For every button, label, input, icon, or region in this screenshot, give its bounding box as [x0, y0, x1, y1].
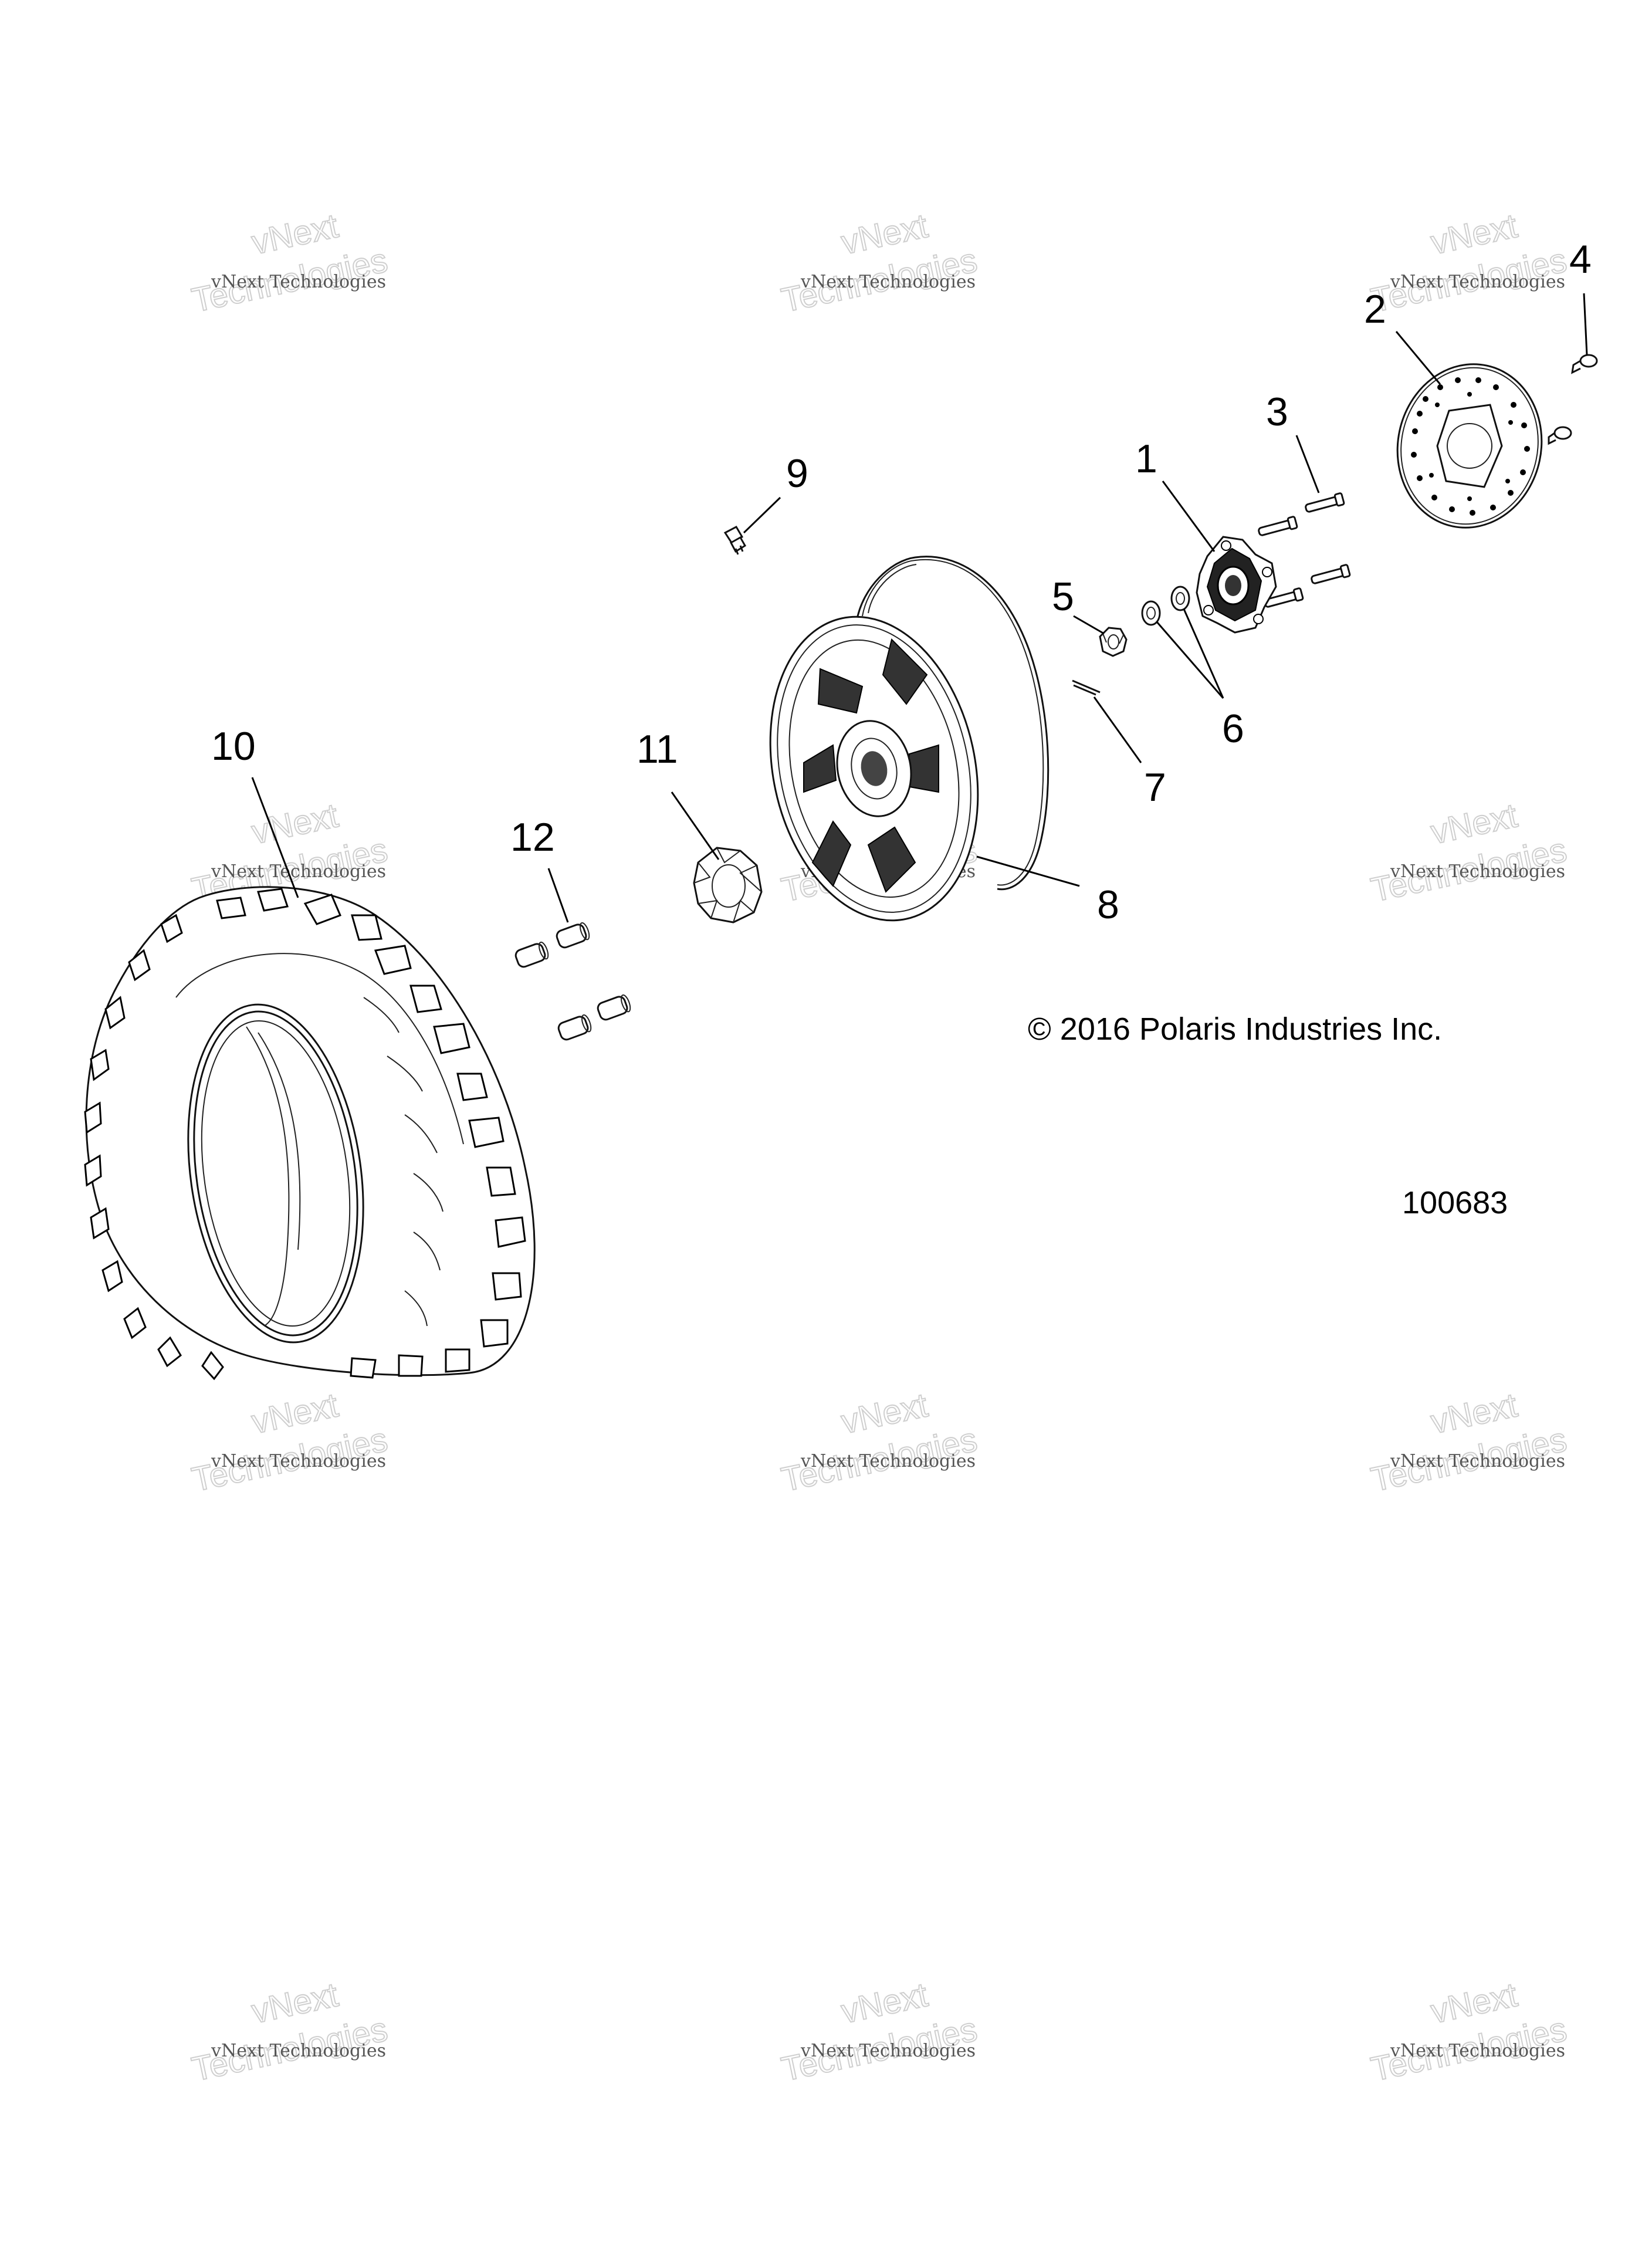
tire — [84, 886, 536, 1381]
watermark: vNext Technologies vNext Technologies — [1367, 206, 1570, 320]
callout-11: 11 — [637, 727, 678, 772]
svg-text:vNext Technologies: vNext Technologies — [800, 2041, 976, 2061]
callout-7: 7 — [1144, 765, 1166, 810]
callout-9: 9 — [786, 451, 808, 496]
leader-lines — [251, 293, 1588, 923]
watermark: vNext Technologies vNext Technologies — [188, 1975, 391, 2089]
watermark: vNext Technologies vNext Technologies — [777, 1975, 981, 2089]
watermark: vNext Technologies vNext Technologies — [777, 1385, 981, 1500]
callout-10: 10 — [211, 724, 256, 769]
wheel-hub — [1196, 536, 1277, 634]
watermark: vNext Technologies vNext Technologies — [777, 206, 981, 320]
callout-8: 8 — [1097, 882, 1119, 927]
svg-text:vNext Technologies: vNext Technologies — [800, 272, 976, 292]
callout-labels: 1 2 3 4 5 6 7 8 9 10 11 12 — [211, 237, 1592, 927]
cotter-pin — [1072, 679, 1101, 696]
svg-text:vNext Technologies: vNext Technologies — [1390, 1451, 1565, 1471]
drawing-number: 100683 — [1402, 1185, 1508, 1220]
center-cap — [693, 847, 763, 923]
callout-2: 2 — [1364, 287, 1386, 331]
watermark: vNext Technologies vNext Technologies — [1367, 1975, 1570, 2089]
disc-bolt — [1548, 354, 1598, 445]
svg-text:vNext Technologies: vNext Technologies — [211, 2041, 386, 2061]
callout-6: 6 — [1222, 706, 1244, 751]
watermark: vNext Technologies vNext Technologies — [1367, 1385, 1570, 1500]
watermark: vNext Technologies vNext Technologies — [188, 206, 391, 320]
watermark: vNext Technologies vNext Technologies — [188, 1385, 391, 1500]
valve-stem — [723, 526, 747, 555]
svg-text:vNext Technologies: vNext Technologies — [211, 1451, 386, 1471]
lug-nut — [514, 922, 631, 1041]
callout-5: 5 — [1052, 574, 1074, 619]
svg-text:vNext Technologies: vNext Technologies — [1390, 2041, 1565, 2061]
castle-nut — [1099, 627, 1128, 657]
callout-3: 3 — [1266, 390, 1288, 434]
svg-text:vNext Technologies: vNext Technologies — [1390, 272, 1565, 292]
svg-text:vNext Technologies: vNext Technologies — [211, 861, 386, 882]
callout-4: 4 — [1569, 237, 1592, 282]
callout-12: 12 — [510, 815, 555, 860]
copyright-notice: © 2016 Polaris Industries Inc. — [1028, 1012, 1442, 1047]
hub-bolt — [1258, 492, 1351, 608]
watermark: vNext Technologies vNext Technologies — [1367, 796, 1570, 910]
brake-disc — [1396, 363, 1543, 529]
washer — [1141, 586, 1190, 626]
svg-text:vNext Technologies: vNext Technologies — [1390, 861, 1565, 882]
svg-text:vNext Technologies: vNext Technologies — [800, 1451, 976, 1471]
svg-text:vNext Technologies: vNext Technologies — [211, 272, 386, 292]
callout-1: 1 — [1135, 437, 1157, 481]
wheel-rim — [769, 556, 1050, 922]
